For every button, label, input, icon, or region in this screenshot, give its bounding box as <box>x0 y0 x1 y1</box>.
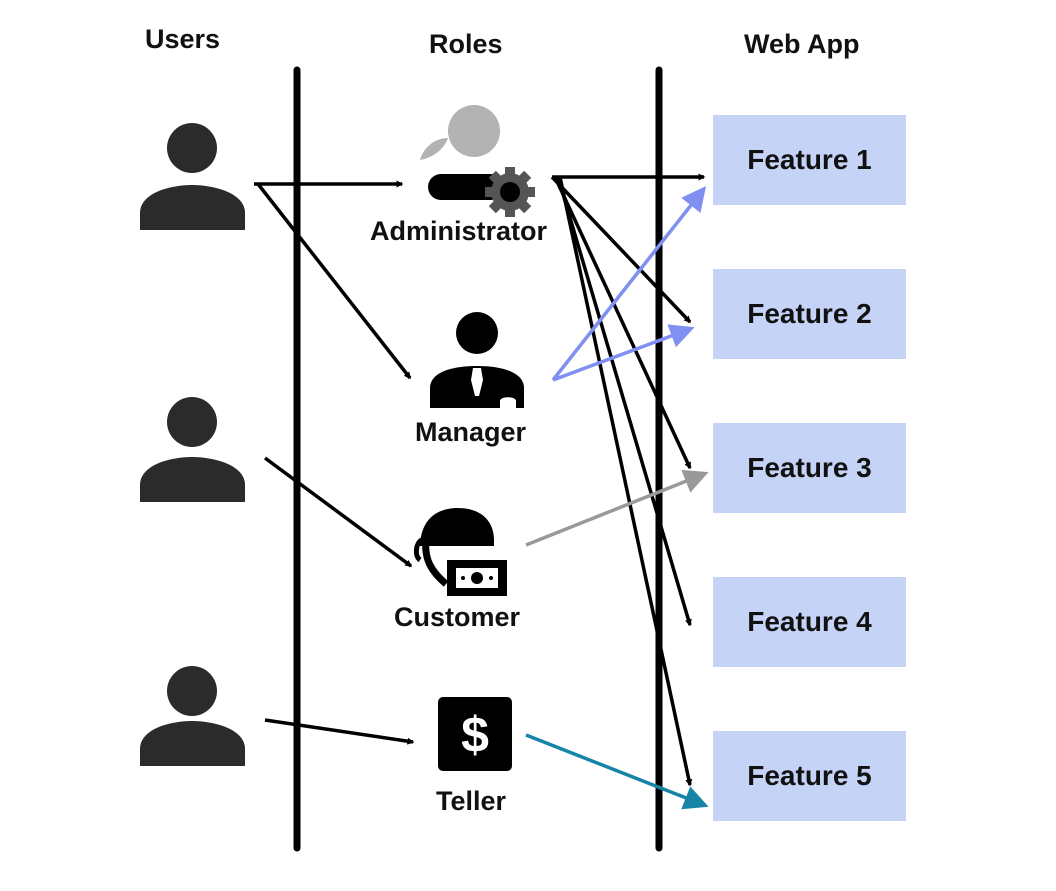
role-label-administrator: Administrator <box>370 216 548 246</box>
arrow-admin-feature3 <box>553 176 692 470</box>
feature-box-2: Feature 2 <box>713 269 906 359</box>
admin-feature-arrows <box>550 173 706 787</box>
header-users: Users <box>145 24 221 54</box>
role-label-teller: Teller <box>436 786 507 816</box>
feature-box-5: Feature 5 <box>713 731 906 821</box>
user-role-arrows <box>254 180 415 745</box>
arrow-admin-feature2 <box>550 175 692 324</box>
customer-cash-icon <box>413 508 507 596</box>
arrow-admin-feature4 <box>556 176 692 627</box>
header-webapp: Web App <box>744 29 860 59</box>
arrow-manager-feature1 <box>551 186 707 382</box>
dollar-icon: $ <box>438 697 512 771</box>
feature-box-3: Feature 3 <box>713 423 906 513</box>
manager-feature-arrows <box>551 186 707 382</box>
arrow-user1-manager <box>256 182 412 380</box>
person-icon <box>140 666 245 766</box>
feature-box-4: Feature 4 <box>713 577 906 667</box>
role-label-customer: Customer <box>394 602 521 632</box>
arrow-user3-teller <box>264 718 415 745</box>
arrow-teller-feature5 <box>525 733 709 810</box>
arrow-admin-feature5 <box>558 176 693 787</box>
arrow-user2-customer <box>263 456 413 568</box>
admin-gear-icon <box>420 105 535 217</box>
person-icon <box>140 397 245 502</box>
arrow-manager-feature2 <box>552 324 695 382</box>
arrow-customer-feature3 <box>525 469 709 547</box>
svg-text:$: $ <box>461 707 489 763</box>
person-icon <box>140 123 245 230</box>
manager-tie-icon <box>430 312 524 408</box>
header-roles: Roles <box>429 29 503 59</box>
role-label-manager: Manager <box>415 417 527 447</box>
feature-box-1: Feature 1 <box>713 115 906 205</box>
